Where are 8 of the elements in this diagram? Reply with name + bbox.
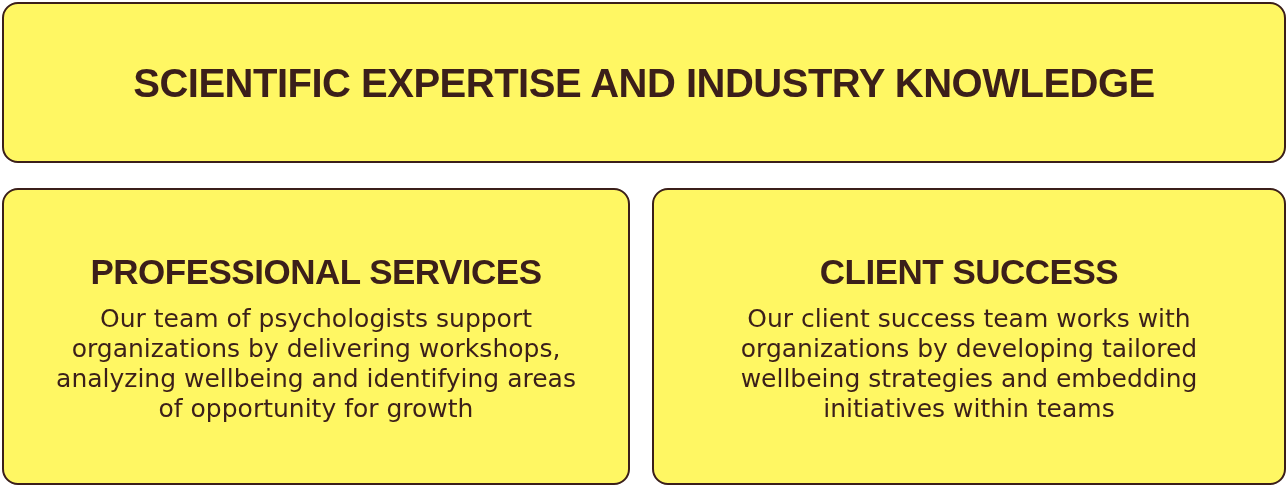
info-card <box>2 188 630 485</box>
card-heading: SCIENTIFIC EXPERTISE AND INDUSTRY KNOWLEDGE <box>133 59 1155 107</box>
card-heading: CLIENT SUCCESS <box>819 251 1119 293</box>
card-description: Our client success team works with organizations by developing tailored wellbeing strategies and embedding initiatives within teams <box>739 304 1199 424</box>
card-description: Our team of psychologists support organizations by delivering workshops, analyzing wellbeing and identifying areas of opportunity for growth <box>55 304 577 424</box>
card-heading: PROFESSIONAL SERVICES <box>90 251 542 293</box>
banner-panel <box>2 2 1286 163</box>
info-card <box>652 188 1286 485</box>
